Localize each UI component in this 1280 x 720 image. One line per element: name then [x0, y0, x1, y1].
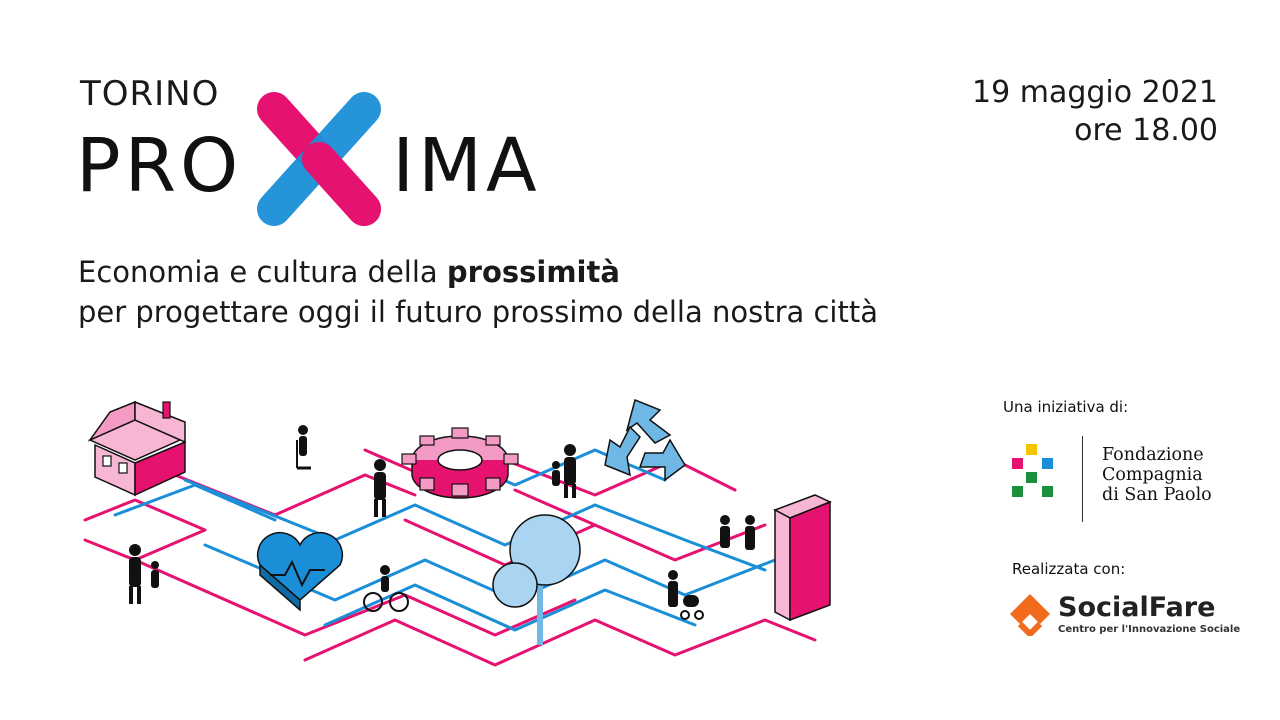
event-date: 19 maggio 2021 — [972, 75, 1218, 110]
subtitle-line-1-prefix: Economia e cultura della — [78, 255, 447, 289]
person-stroller-icon — [668, 570, 704, 620]
realized-label: Realizzata con: — [1012, 560, 1126, 578]
proximity-city-illustration — [83, 398, 832, 667]
fondazione-line-3: di San Paolo — [1102, 485, 1212, 505]
family-walking-icon — [552, 444, 576, 498]
parent-child-icon — [129, 544, 159, 604]
proxima-x-logo-mark — [257, 92, 381, 226]
event-title-torino: TORINO — [80, 74, 220, 114]
subtitle-line-2: per progettare oggi il futuro prossimo d… — [78, 295, 878, 329]
socialfare-logo-icon — [1010, 594, 1050, 636]
gear-icon — [401, 427, 519, 499]
path-blue-4 — [323, 583, 697, 632]
path-pink-1 — [83, 498, 207, 562]
event-subtitle: Economia e cultura della prossimità per … — [78, 252, 878, 332]
partner-divider — [1082, 436, 1083, 522]
people-talking-icon — [720, 515, 755, 550]
fondazione-line-1: Fondazione — [1102, 445, 1204, 465]
subtitle-line-1: Economia e cultura della prossimità — [78, 252, 878, 292]
initiative-label: Una iniziativa di: — [1003, 398, 1129, 416]
recycle-icon — [604, 398, 686, 482]
path-pink-6 — [303, 618, 817, 667]
person-walking-icon — [374, 459, 386, 517]
proxima-left-text: PRO — [76, 123, 243, 209]
proxima-x-spacer — [242, 129, 392, 203]
fondazione-name: Fondazione Compagnia di San Paolo — [1102, 445, 1212, 505]
proxima-right-text: IMA — [392, 123, 541, 209]
socialfare-name: SocialFare — [1058, 592, 1216, 623]
people-silhouettes — [129, 425, 755, 620]
fondazione-logo-icon — [1012, 444, 1053, 497]
event-time: ore 18.00 — [1074, 113, 1218, 148]
heart-icon — [256, 531, 344, 612]
tree-icon — [492, 514, 581, 645]
book-icon — [773, 494, 832, 622]
subtitle-line-1-bold: prossimità — [446, 255, 620, 289]
path-pink-5 — [403, 518, 767, 567]
fondazione-line-2: Compagnia — [1102, 465, 1203, 485]
path-pink-7 — [513, 488, 597, 527]
event-datetime: 19 maggio 2021 ore 18.00 — [972, 74, 1218, 150]
event-title-proxima: PRO IMA — [76, 126, 541, 206]
house-icon — [87, 400, 186, 497]
cyclist-icon — [363, 565, 409, 612]
person-scooter-icon — [296, 425, 311, 470]
socialfare-tagline: Centro per l'Innovazione Sociale — [1058, 624, 1241, 635]
